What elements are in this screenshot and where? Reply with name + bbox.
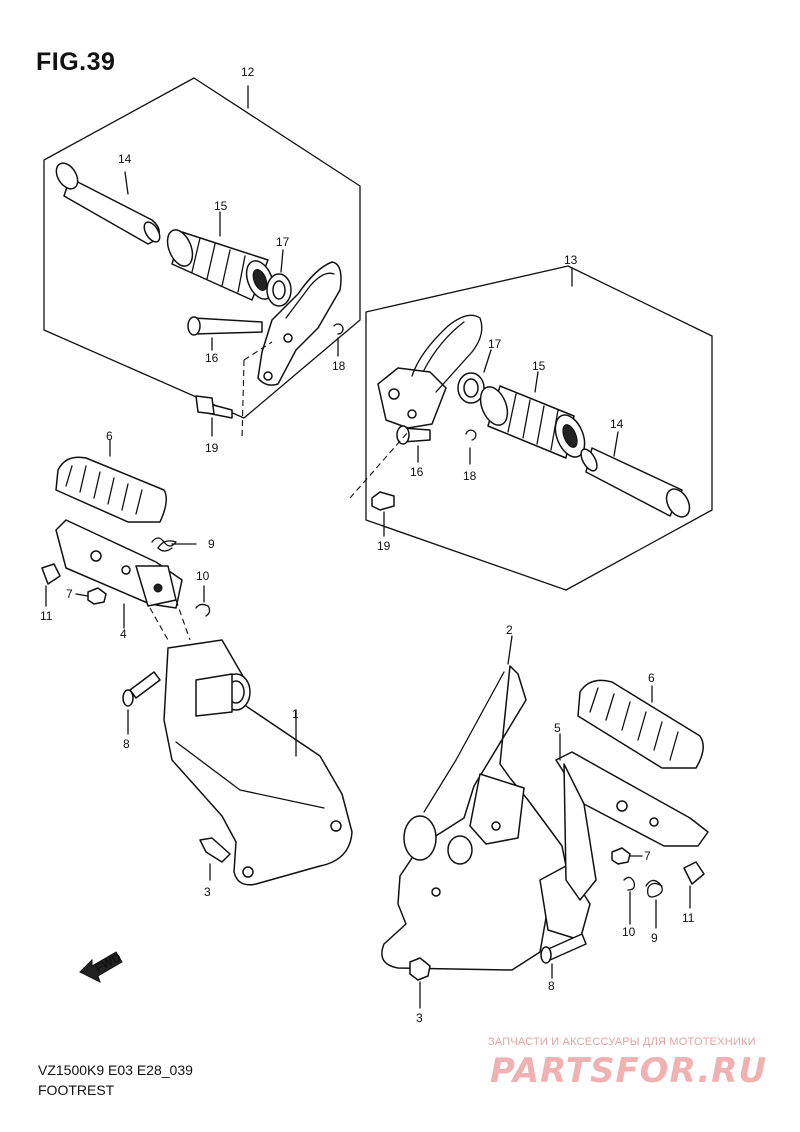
- right-return-spring: [645, 879, 663, 929]
- right-footrest-holder: [377, 314, 483, 429]
- right-nut: [611, 847, 643, 865]
- callout-10-left: 10: [196, 569, 210, 583]
- callout-4: 4: [120, 627, 127, 641]
- left-bolt-19: [195, 341, 273, 441]
- callout-16-left: 16: [205, 351, 219, 365]
- figure-caption: FOOTREST: [38, 1082, 115, 1098]
- callout-10-right: 10: [622, 925, 636, 939]
- left-footrest-shaft: [55, 162, 161, 245]
- callout-3-left: 3: [204, 885, 211, 899]
- callout-9-left: 9: [208, 537, 215, 551]
- right-pivot-pin: [540, 933, 587, 979]
- callout-15-right: 15: [532, 359, 546, 373]
- callout-19-left: 19: [205, 441, 219, 455]
- right-bracket: [381, 635, 591, 971]
- callout-7-left: 7: [66, 587, 73, 601]
- left-kit-box: [43, 77, 361, 419]
- callout-3-right: 3: [416, 1011, 423, 1025]
- callout-11-left: 11: [40, 609, 53, 623]
- figure-code: VZ1500K9 E03 E28_039: [38, 1062, 193, 1078]
- right-bolt-3: [409, 957, 431, 1009]
- callout-12: 12: [241, 65, 255, 79]
- right-footrest: [555, 733, 709, 901]
- left-footrest-rubber: [55, 439, 167, 523]
- left-pin: [187, 316, 263, 351]
- right-shaft-rubber: [479, 371, 586, 459]
- left-shaft-rubber: [166, 211, 275, 301]
- left-bolt-3: [199, 837, 231, 881]
- fwd-label: FWD: [93, 950, 124, 975]
- watermark-tagline: ЗАПЧАСТИ И АКСЕССУАРЫ ДЛЯ МОТОТЕХНИКИ: [488, 1036, 756, 1048]
- callout-8-left: 8: [123, 737, 130, 751]
- callout-2: 2: [506, 623, 513, 637]
- left-washer: [266, 249, 292, 307]
- callout-17-left: 17: [276, 235, 290, 249]
- right-ball: [683, 861, 705, 909]
- callout-15-left: 15: [214, 199, 228, 213]
- left-return-spring: [151, 537, 197, 552]
- right-bolt-19: [349, 431, 409, 537]
- figure-title: FIG.39: [36, 48, 116, 76]
- left-footrest: [55, 519, 183, 629]
- right-e-clip: [465, 429, 477, 465]
- left-footrest-holder: [257, 261, 342, 386]
- right-footrest-rubber: [577, 679, 704, 769]
- callout-1: 1: [292, 707, 299, 721]
- left-ball: [41, 563, 61, 607]
- callout-9-right: 9: [651, 931, 658, 945]
- callout-7-right: 7: [644, 849, 651, 863]
- callout-17-right: 17: [488, 337, 502, 351]
- right-washer: [457, 349, 492, 404]
- callout-6-right: 6: [648, 671, 655, 685]
- left-e-clip: [333, 323, 344, 357]
- left-stopper: [195, 585, 211, 617]
- callout-19-right: 19: [377, 539, 391, 553]
- left-pivot-pin: [122, 599, 191, 735]
- forward-arrow-icon: FWD: [79, 950, 124, 983]
- callout-8-right: 8: [548, 979, 555, 993]
- callout-18-right: 18: [463, 469, 477, 483]
- right-footrest-shaft: [580, 431, 691, 518]
- callout-11-right: 11: [682, 911, 695, 925]
- callout-6-left: 6: [106, 429, 113, 443]
- callout-18-left: 18: [332, 359, 346, 373]
- watermark-logo: PARTSFOR.RU: [490, 1051, 768, 1091]
- right-stopper: [623, 876, 636, 925]
- right-kit-box: [365, 265, 713, 591]
- callout-14-left: 14: [118, 152, 132, 166]
- callout-14-right: 14: [610, 417, 624, 431]
- callout-16-right: 16: [410, 465, 424, 479]
- left-bracket: [163, 639, 353, 886]
- callout-13: 13: [564, 253, 578, 267]
- left-nut: [75, 587, 107, 605]
- callout-5: 5: [554, 721, 561, 735]
- right-pin: [396, 425, 431, 463]
